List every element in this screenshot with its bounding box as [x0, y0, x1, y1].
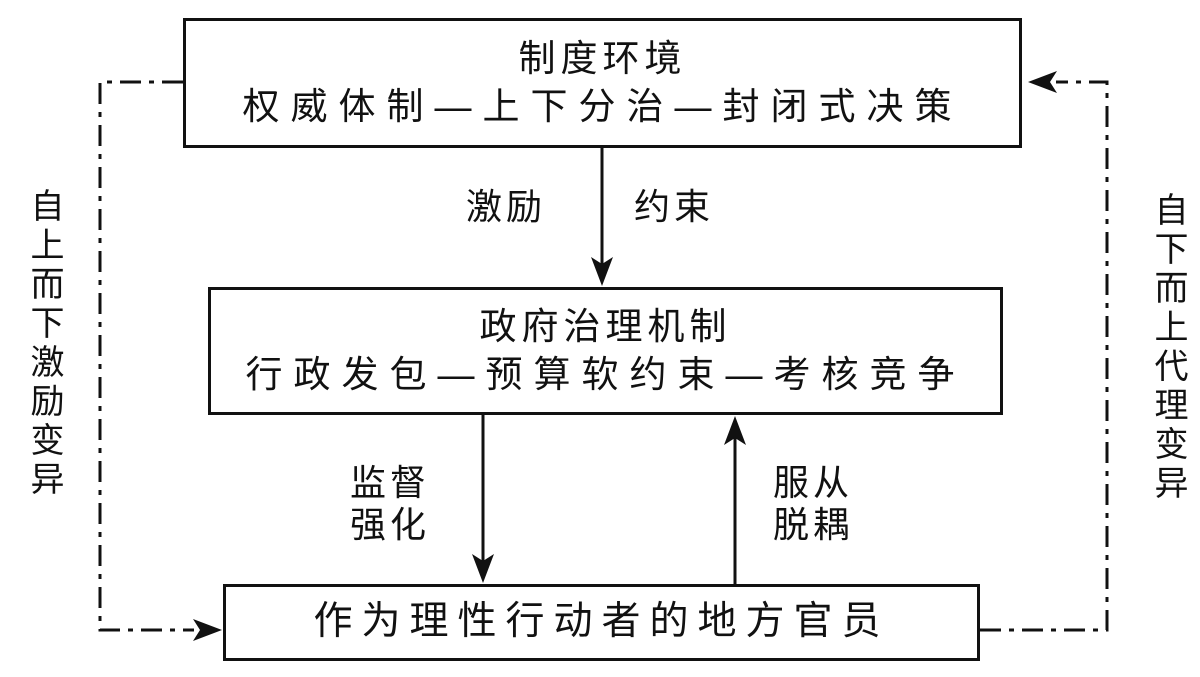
- label-supervision-line2: 强化: [350, 504, 431, 545]
- label-incentive: 激励: [466, 186, 547, 227]
- box-local-officials-title: 作为理性行动者的地方官员: [313, 600, 890, 644]
- label-topdown-incentive-variation: 自上而下激励变异: [25, 188, 63, 500]
- label-supervision-line1: 监督: [350, 462, 431, 503]
- box-institutional-environment-title: 制度环境: [518, 37, 687, 79]
- box-local-officials: 作为理性行动者的地方官员: [223, 584, 980, 661]
- arrow-middle-to-bottom: [472, 415, 494, 583]
- arrow-top-to-middle: [591, 148, 613, 286]
- label-supervision-strengthening: 监督 强化: [350, 462, 430, 546]
- box-governance-mechanism-title: 政府治理机制: [479, 305, 732, 347]
- box-governance-mechanism: 政府治理机制 行政发包—预算软约束—考核竞争: [208, 287, 1003, 415]
- feedback-loop-left: [98, 80, 222, 641]
- label-compliance-decoupling: 服从 脱耦: [773, 462, 853, 546]
- label-bottomup-agency-variation: 自下而上代理变异: [1149, 192, 1187, 504]
- arrow-bottom-to-middle: [724, 416, 746, 584]
- label-compliance-line2: 脱耦: [773, 504, 854, 545]
- label-compliance-line1: 服从: [773, 462, 854, 503]
- box-institutional-environment: 制度环境 权威体制—上下分治—封闭式决策: [183, 18, 1022, 148]
- box-institutional-environment-subtitle: 权威体制—上下分治—封闭式决策: [242, 86, 963, 127]
- feedback-loop-right: [980, 71, 1109, 632]
- box-governance-mechanism-subtitle: 行政发包—预算软约束—考核竞争: [245, 354, 966, 395]
- label-constraint: 约束: [634, 186, 715, 227]
